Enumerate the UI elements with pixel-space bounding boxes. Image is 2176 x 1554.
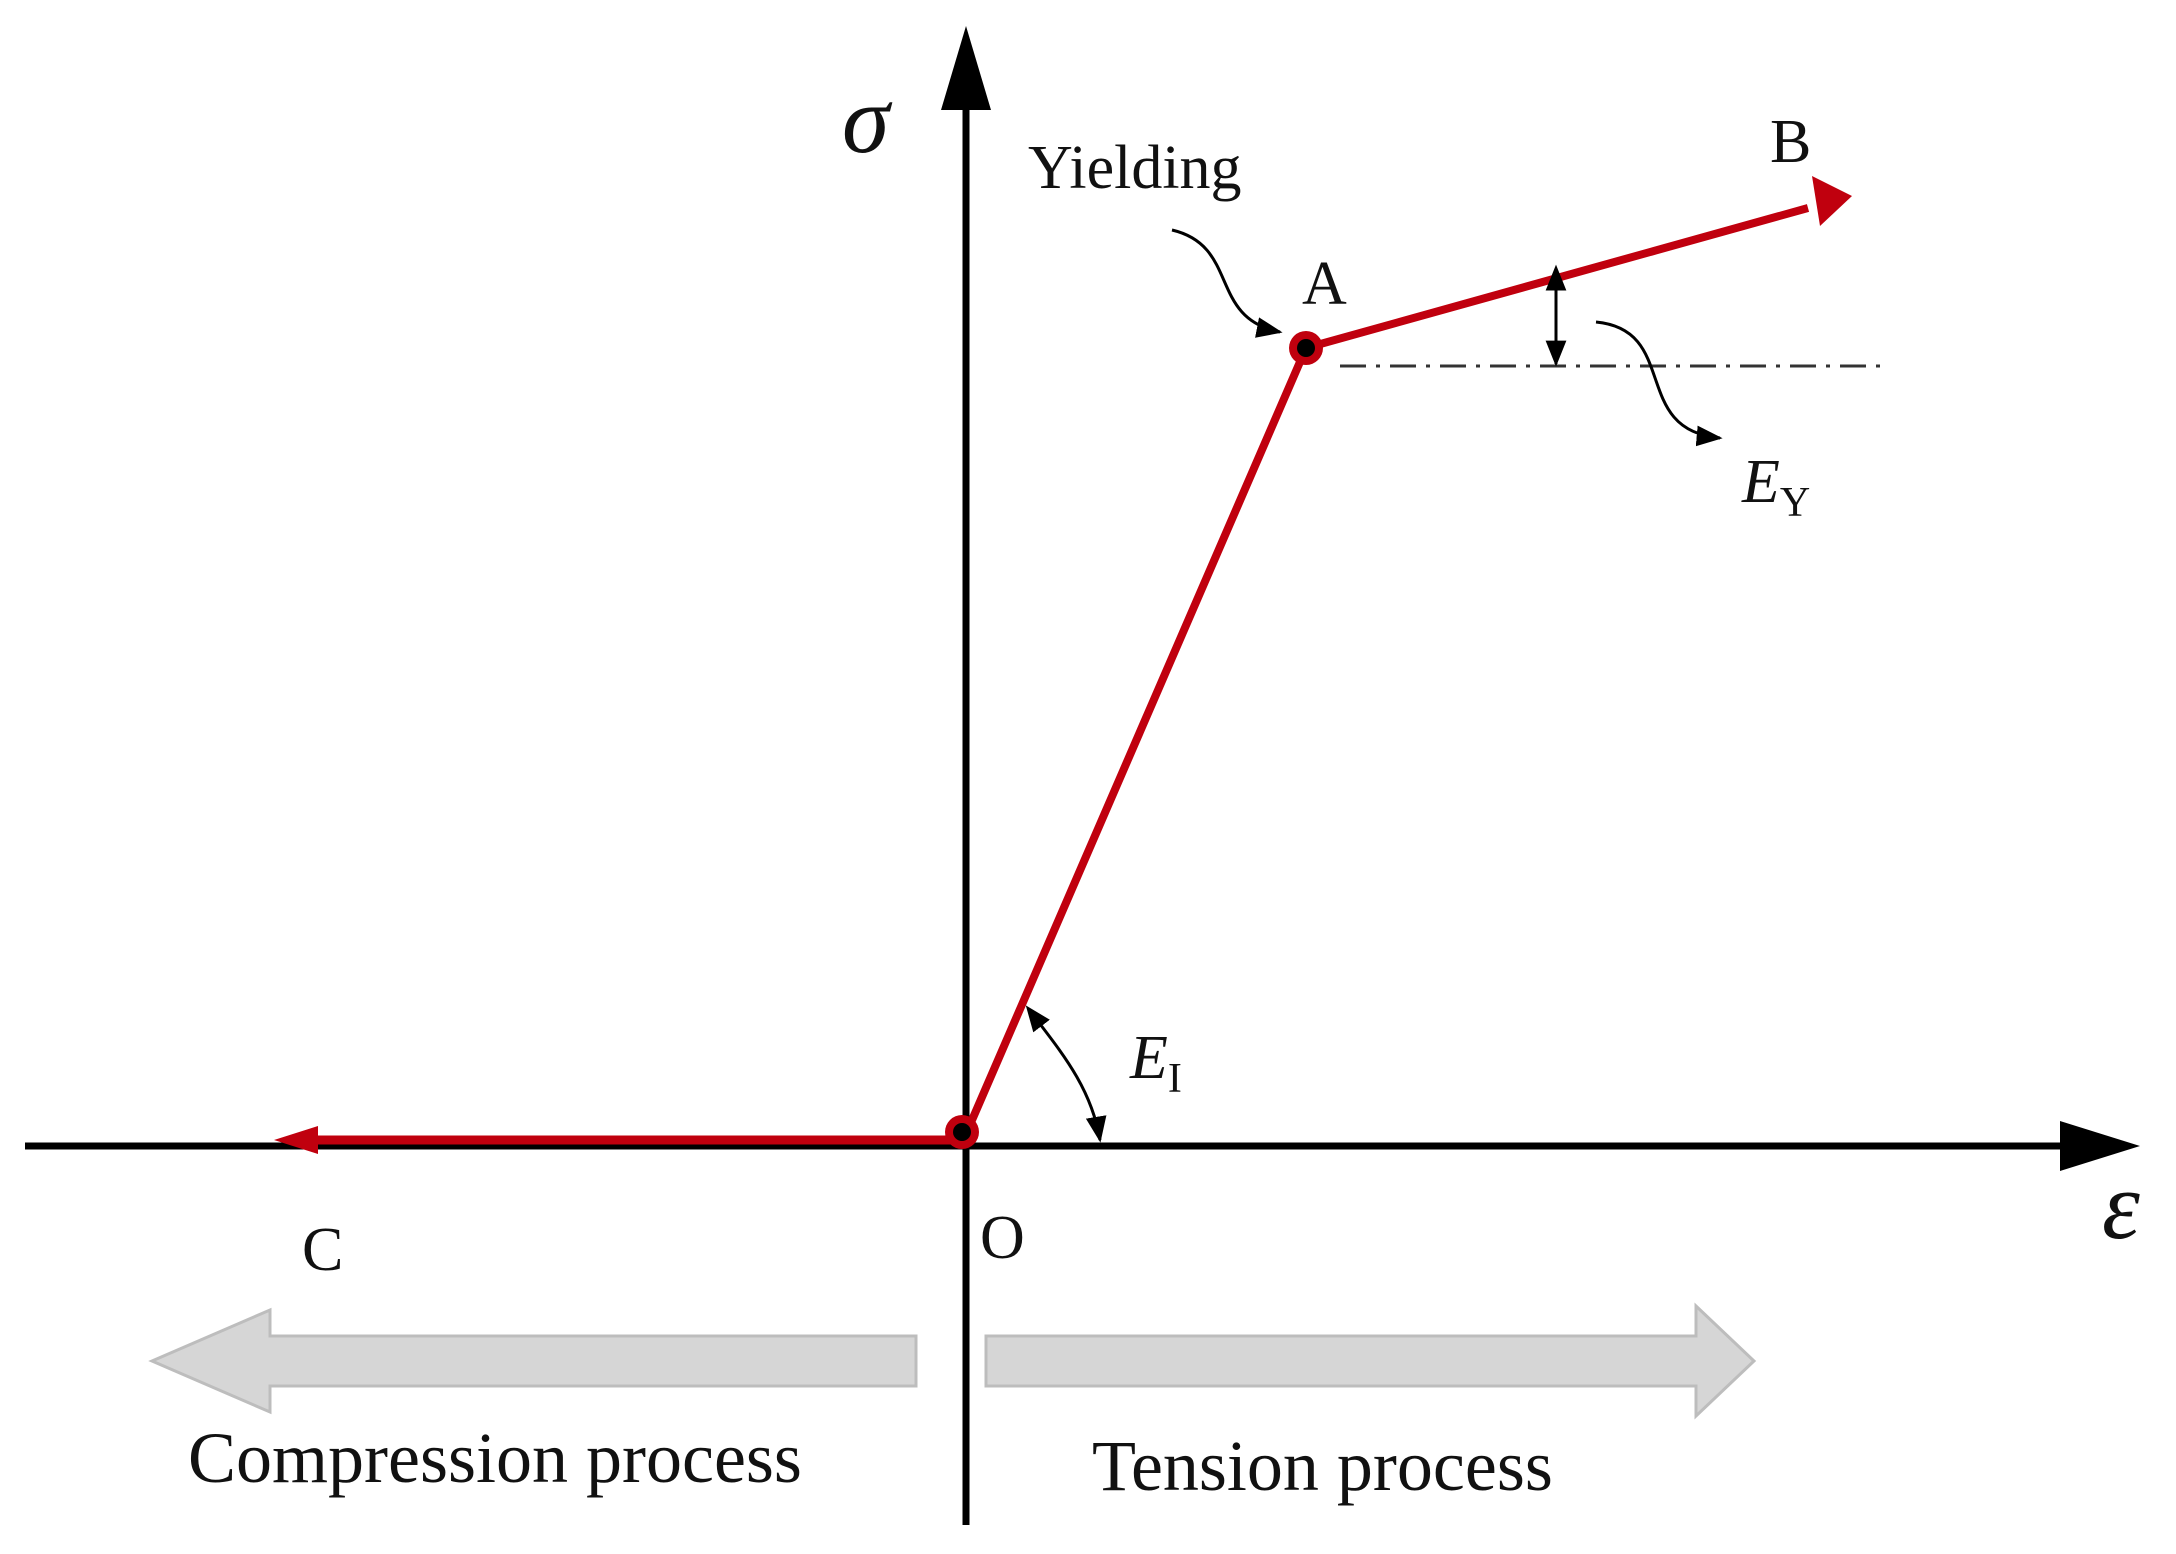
origin-label: O xyxy=(980,1204,1025,1272)
compression-process-label: Compression process xyxy=(188,1418,802,1498)
strain-axis-symbol: ε xyxy=(2102,1152,2140,1259)
yielding-label: Yielding xyxy=(1028,134,1242,202)
yielding-pointer-arrow xyxy=(1171,228,1283,338)
ei-angle-arc xyxy=(1025,1005,1107,1143)
point-c-label: C xyxy=(302,1216,343,1284)
compression-arrowhead-c xyxy=(274,1126,318,1154)
tension-process-label: Tension process xyxy=(1092,1426,1553,1506)
stress-axis-arrowhead xyxy=(941,26,991,110)
point-b-label: B xyxy=(1770,108,1811,176)
point-a-label: A xyxy=(1302,250,1347,318)
yield-modulus-base: E xyxy=(1741,448,1780,516)
stress-strain-curve xyxy=(274,176,1852,1154)
initial-modulus-label: EI xyxy=(1129,1024,1182,1102)
yield-modulus-sub: Y xyxy=(1780,480,1810,526)
initial-modulus-sub: I xyxy=(1168,1056,1182,1102)
yield-modulus-label: EY xyxy=(1741,448,1810,526)
point-o-marker xyxy=(945,1115,979,1149)
ey-pointer-arrow xyxy=(1595,320,1723,447)
initial-modulus-base: E xyxy=(1129,1024,1168,1092)
axes xyxy=(25,26,2140,1525)
tension-path-o-a-b xyxy=(962,204,1810,1136)
point-a-marker xyxy=(1289,331,1323,365)
tension-process-arrow[interactable] xyxy=(984,1302,1757,1420)
tension-arrowhead-b xyxy=(1812,176,1852,226)
strain-axis-arrowhead xyxy=(2060,1121,2140,1171)
stress-axis-symbol: σ xyxy=(842,66,893,173)
compression-process-arrow[interactable] xyxy=(148,1307,918,1415)
